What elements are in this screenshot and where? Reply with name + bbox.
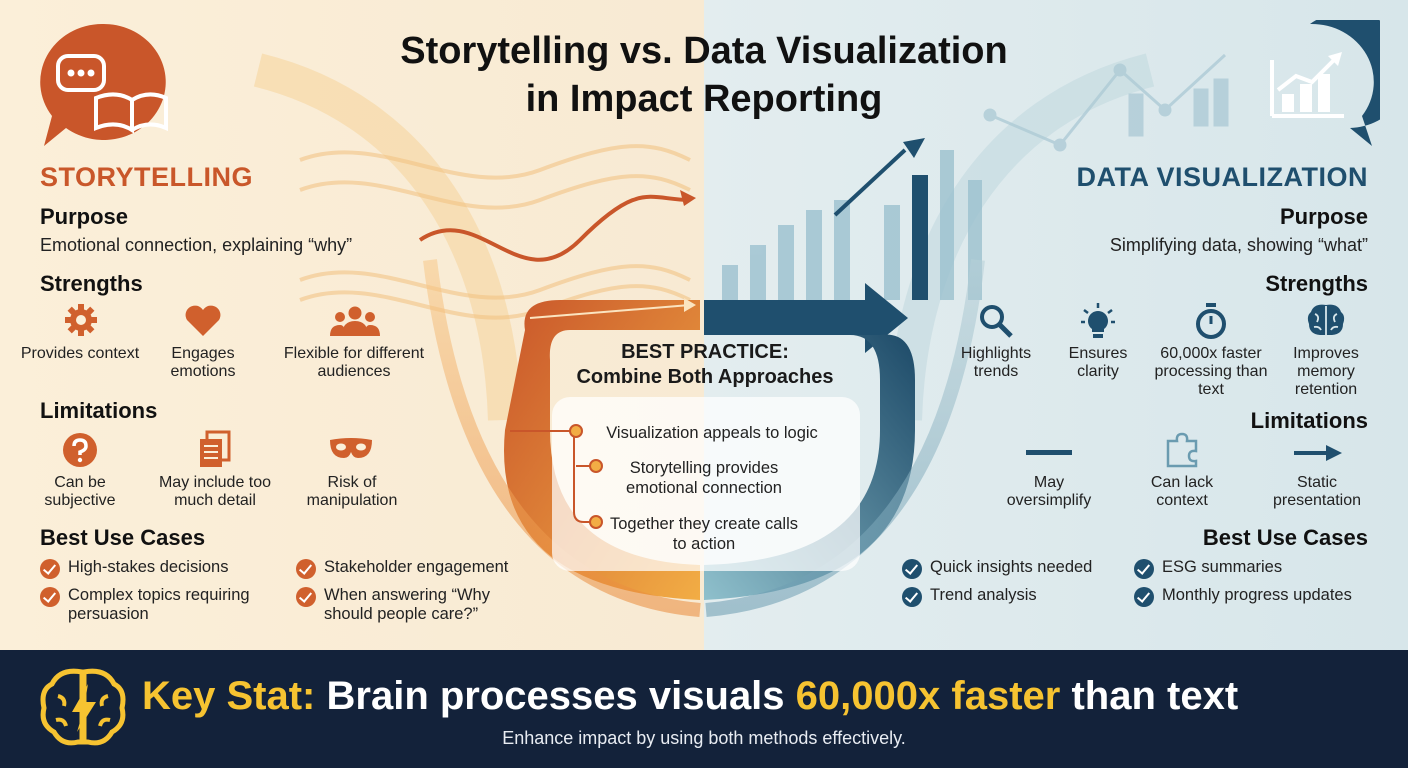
list-item: Complex topics requiring persuasion bbox=[68, 586, 250, 623]
dash-icon bbox=[1026, 450, 1072, 455]
dataviz-purpose-text: Simplifying data, showing “what” bbox=[1109, 235, 1368, 255]
best-practice-item-1: Visualization appeals to logic bbox=[606, 424, 818, 442]
dataviz-strengths-label: Strengths bbox=[1265, 271, 1368, 296]
arrow-icon bbox=[1294, 445, 1342, 461]
storytelling-strength-3: Flexible for different audiences bbox=[283, 345, 425, 380]
storytelling-use-cases-label: Best Use Cases bbox=[40, 525, 206, 550]
documents-icon bbox=[200, 430, 231, 467]
dataviz-limitation-3: Static presentation bbox=[1272, 474, 1362, 509]
check-icon bbox=[40, 587, 60, 607]
best-practice-box bbox=[552, 397, 860, 571]
list-item: Monthly progress updates bbox=[1162, 586, 1352, 604]
dataviz-strength-4: Improves memory retention bbox=[1293, 345, 1359, 398]
background-art bbox=[253, 53, 1229, 617]
check-icon bbox=[1134, 559, 1154, 579]
dataviz-limitation-1: May oversimplify bbox=[1006, 474, 1092, 509]
check-icon bbox=[1134, 587, 1154, 607]
stopwatch-icon bbox=[1196, 303, 1226, 339]
storytelling-use-cases: High-stakes decisions Complex topics req… bbox=[40, 558, 560, 628]
key-stat-label: Key Stat: bbox=[142, 674, 316, 718]
dataviz-use-cases-label: Best Use Cases bbox=[1202, 525, 1368, 550]
page-title: Storytelling vs. Data Visualization bbox=[400, 30, 1008, 72]
storytelling-strength-2: Engages emotions bbox=[170, 345, 236, 380]
connector-lines bbox=[510, 424, 603, 529]
footer-subtext: Enhance impact by using both methods eff… bbox=[502, 728, 906, 748]
brain-icon bbox=[1307, 304, 1345, 335]
best-practice-item-2: Storytelling provides emotional connecti… bbox=[626, 459, 782, 497]
page-title-line2: in Impact Reporting bbox=[525, 78, 883, 120]
storytelling-limitations-label: Limitations bbox=[40, 398, 158, 423]
bar-chart-icon bbox=[1270, 20, 1380, 146]
dataviz-strength-3: 60,000x faster processing than text bbox=[1154, 345, 1268, 398]
list-item: When answering “Why should people care?” bbox=[324, 586, 490, 623]
lightbulb-icon bbox=[1081, 303, 1115, 338]
check-icon bbox=[296, 559, 316, 579]
list-item: ESG summaries bbox=[1162, 558, 1283, 576]
storytelling-heading: STORYTELLING bbox=[40, 162, 254, 192]
check-icon bbox=[296, 587, 316, 607]
storytelling-strengths-label: Strengths bbox=[40, 271, 143, 296]
key-stat-text: Brain processes visuals bbox=[326, 674, 785, 718]
storytelling-strength-1: Provides context bbox=[20, 345, 140, 362]
dataviz-limitation-2: Can lack context bbox=[1150, 474, 1214, 509]
mask-icon bbox=[330, 438, 372, 458]
brain-lightning-icon bbox=[40, 668, 126, 746]
key-stat-text-end: than text bbox=[1071, 674, 1239, 718]
storytelling-limitation-1: Can be subjective bbox=[44, 474, 116, 509]
heart-icon bbox=[185, 305, 221, 336]
footer-banner bbox=[0, 650, 1408, 768]
people-icon bbox=[330, 306, 380, 336]
best-practice-title: BEST PRACTICE: bbox=[621, 341, 789, 363]
puzzle-icon bbox=[1166, 432, 1198, 468]
check-icon bbox=[40, 559, 60, 579]
dataviz-heading: DATA VISUALIZATION bbox=[1076, 162, 1368, 192]
key-stat: Key Stat: Brain processes visuals 60,000… bbox=[142, 672, 1238, 720]
dataviz-limitations-label: Limitations bbox=[1250, 408, 1368, 433]
speech-book-icon bbox=[40, 23, 168, 146]
magnifier-icon bbox=[980, 305, 1013, 338]
question-icon bbox=[63, 433, 97, 467]
check-icon bbox=[902, 587, 922, 607]
dataviz-use-cases: Quick insights needed Trend analysis ESG… bbox=[902, 558, 1372, 607]
list-item: Stakeholder engagement bbox=[324, 558, 509, 576]
dataviz-purpose-label: Purpose bbox=[1279, 204, 1368, 229]
best-practice-subtitle: Combine Both Approaches bbox=[576, 366, 834, 388]
best-practice-item-3: Together they create calls to action bbox=[609, 515, 799, 553]
check-icon bbox=[902, 559, 922, 579]
list-item: Quick insights needed bbox=[930, 558, 1093, 576]
key-stat-highlight: 60,000x faster bbox=[795, 674, 1061, 718]
storytelling-limitation-3: Risk of manipulation bbox=[306, 474, 398, 509]
gear-icon bbox=[65, 304, 97, 336]
storytelling-purpose-label: Purpose bbox=[40, 204, 129, 229]
list-item: Trend analysis bbox=[930, 586, 1037, 604]
dataviz-strength-2: Ensures clarity bbox=[1068, 345, 1128, 380]
storytelling-purpose-text: Emotional connection, explaining “why” bbox=[40, 235, 353, 255]
dataviz-strength-1: Highlights trends bbox=[960, 345, 1032, 380]
list-item: High-stakes decisions bbox=[68, 558, 229, 576]
storytelling-limitation-2: May include too much detail bbox=[158, 474, 272, 509]
